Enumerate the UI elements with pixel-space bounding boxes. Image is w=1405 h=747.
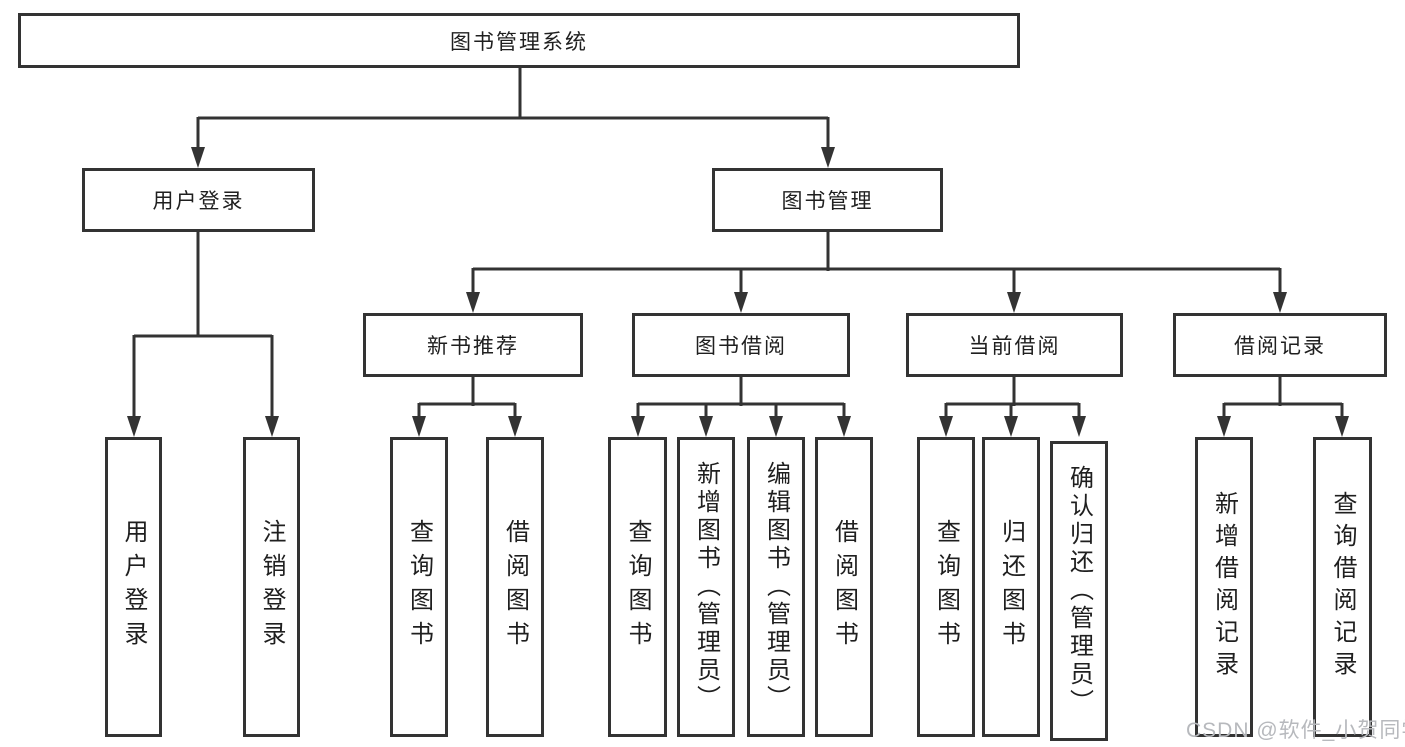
node-user-login: 用户登录 [82, 168, 315, 232]
arrowheads-level3 [466, 292, 1287, 313]
node-root-library-system: 图书管理系统 [18, 13, 1020, 68]
node-book-management: 图书管理 [712, 168, 943, 232]
arrowheads-level4 [127, 416, 1349, 437]
leaf-add-books-admin: 新增图书（管理员） [677, 437, 735, 737]
leaf-borrow-books: 借阅图书 [815, 437, 873, 737]
connector-current-borrow-to-children [944, 376, 1081, 424]
connector-user-login-to-children [132, 231, 274, 424]
leaf-query-books-current: 查询图书 [917, 437, 975, 737]
connector-borrow-record-to-children [1222, 376, 1344, 424]
leaf-borrow-books-recommend: 借阅图书 [486, 437, 544, 737]
connector-book-mgmt-to-groups [471, 231, 1282, 299]
leaf-return-books: 归还图书 [982, 437, 1040, 737]
connector-book-borrow-to-children [636, 376, 846, 424]
watermark: CSDN @软件_小贺同学 [1186, 719, 1405, 742]
leaf-edit-books-admin: 编辑图书（管理员） [747, 437, 805, 737]
node-current-borrow: 当前借阅 [906, 313, 1123, 377]
node-new-book-recommend: 新书推荐 [363, 313, 583, 377]
leaf-query-borrow-record: 查询借阅记录 [1313, 437, 1372, 737]
node-borrow-record: 借阅记录 [1173, 313, 1387, 377]
connector-new-book-to-children [417, 376, 517, 424]
leaf-user-login: 用户登录 [105, 437, 162, 737]
leaf-query-books-borrow: 查询图书 [608, 437, 667, 737]
leaf-logout: 注销登录 [243, 437, 300, 737]
connector-root-to-level2 [196, 66, 830, 152]
arrowheads-level2 [191, 147, 835, 168]
leaf-add-borrow-record: 新增借阅记录 [1195, 437, 1253, 737]
node-book-borrow: 图书借阅 [632, 313, 850, 377]
leaf-query-books-recommend: 查询图书 [390, 437, 448, 737]
leaf-confirm-return-admin: 确认归还（管理员） [1050, 441, 1108, 741]
